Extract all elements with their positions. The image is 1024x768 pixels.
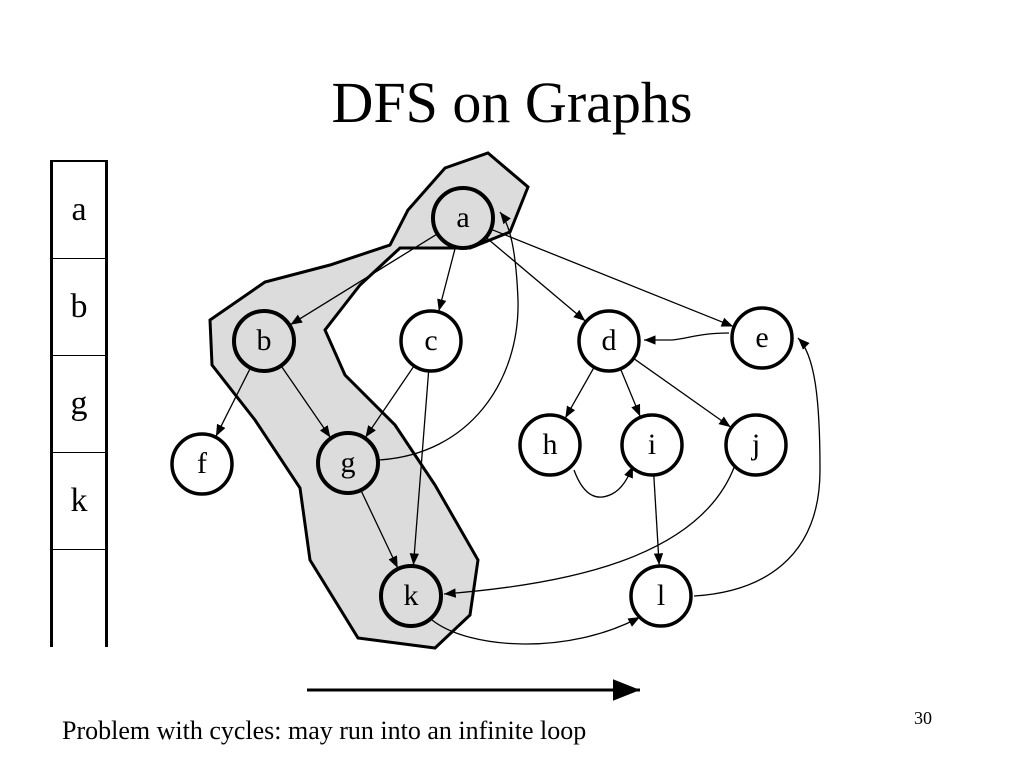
node-label: g: [341, 446, 356, 479]
node-label: l: [657, 579, 665, 612]
node-label: b: [257, 324, 272, 357]
node-label: c: [424, 324, 437, 357]
edge-g-k: [360, 489, 399, 569]
node-circle: [577, 309, 641, 373]
node-k: k: [379, 564, 443, 628]
caption: Problem with cycles: may run into an inf…: [62, 716, 587, 745]
edge-h-i: [573, 465, 634, 498]
node-b: b: [232, 309, 296, 373]
node-circle: [170, 432, 234, 496]
visited-path-highlight: [208, 151, 530, 650]
node-f: f: [170, 432, 234, 496]
edge-a-c: [437, 246, 457, 312]
node-label: h: [543, 428, 558, 461]
edge-d-i: [619, 368, 641, 417]
node-circle: [724, 413, 788, 477]
stack-cell: k: [53, 453, 105, 550]
node-circle: [730, 306, 794, 370]
node-l: l: [629, 564, 693, 628]
edge-i-l: [653, 474, 664, 566]
edge-g-a: [377, 211, 519, 461]
edge-a-e: [490, 228, 734, 328]
node-j: j: [724, 413, 788, 477]
edge-c-k: [409, 370, 430, 566]
node-label: j: [751, 428, 760, 461]
edge-j-k: [443, 464, 736, 598]
node-circle: [232, 309, 296, 373]
node-h: h: [518, 413, 582, 477]
node-c: c: [399, 309, 463, 373]
node-circle: [518, 413, 582, 477]
edge-l-e: [693, 337, 821, 597]
node-label: a: [456, 201, 469, 234]
node-label: f: [197, 447, 207, 480]
edge-d-h: [564, 366, 595, 419]
node-circle: [431, 186, 495, 250]
slide-number: 30: [914, 708, 932, 728]
stack-cell: a: [53, 162, 105, 259]
edge-a-b: [290, 233, 438, 326]
edge-k-l: [431, 616, 641, 645]
node-circle: [316, 431, 380, 495]
node-circle: [629, 564, 693, 628]
edge-b-g: [280, 365, 331, 438]
node-circle: [399, 309, 463, 373]
node-label: i: [648, 428, 656, 461]
edge-b-f: [215, 367, 252, 437]
slide-title: DFS on Graphs: [331, 70, 693, 135]
edge-d-j: [633, 357, 732, 428]
node-i: i: [620, 413, 684, 477]
stack-cell: b: [53, 259, 105, 356]
edge-e-d: [644, 332, 730, 345]
node-e: e: [730, 306, 794, 370]
node-d: d: [577, 309, 641, 373]
dfs-stack: a b g k: [50, 160, 108, 647]
node-g: g: [316, 431, 380, 495]
node-label: d: [602, 324, 617, 357]
stack-cell: g: [53, 356, 105, 453]
edge-a-d: [485, 236, 586, 322]
node-a: a: [431, 186, 495, 250]
edge-c-g: [364, 365, 415, 438]
node-label: k: [404, 579, 419, 612]
node-circle: [379, 564, 443, 628]
node-circle: [620, 413, 684, 477]
node-label: e: [755, 321, 768, 354]
